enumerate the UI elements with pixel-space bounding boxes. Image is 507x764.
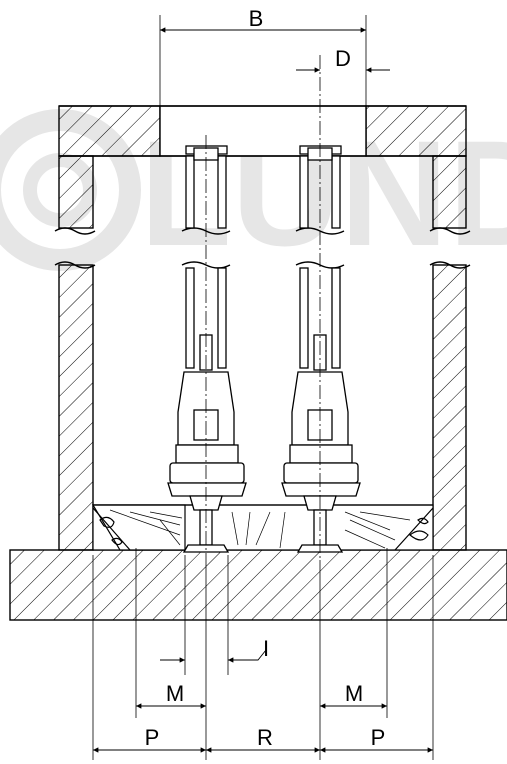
top-slab — [58, 105, 467, 157]
dim-label-B: B — [249, 6, 264, 31]
extension-lines — [92, 15, 434, 760]
dim-label-M-left: M — [166, 681, 184, 706]
center-lines — [205, 55, 321, 560]
dimension-labels: B D I M M P R P — [145, 6, 386, 750]
dim-label-P-right: P — [371, 725, 386, 750]
upper-walls — [58, 155, 467, 229]
base-slab — [9, 549, 507, 621]
dim-label-R: R — [257, 725, 273, 750]
cone-section — [91, 504, 434, 551]
left-fixture — [167, 145, 247, 553]
dim-label-I: I — [263, 636, 269, 661]
dimension-lines — [93, 27, 433, 753]
dim-label-M-right: M — [345, 681, 363, 706]
right-fixture — [281, 145, 361, 553]
dim-label-D: D — [335, 46, 351, 71]
dim-label-P-left: P — [145, 725, 160, 750]
